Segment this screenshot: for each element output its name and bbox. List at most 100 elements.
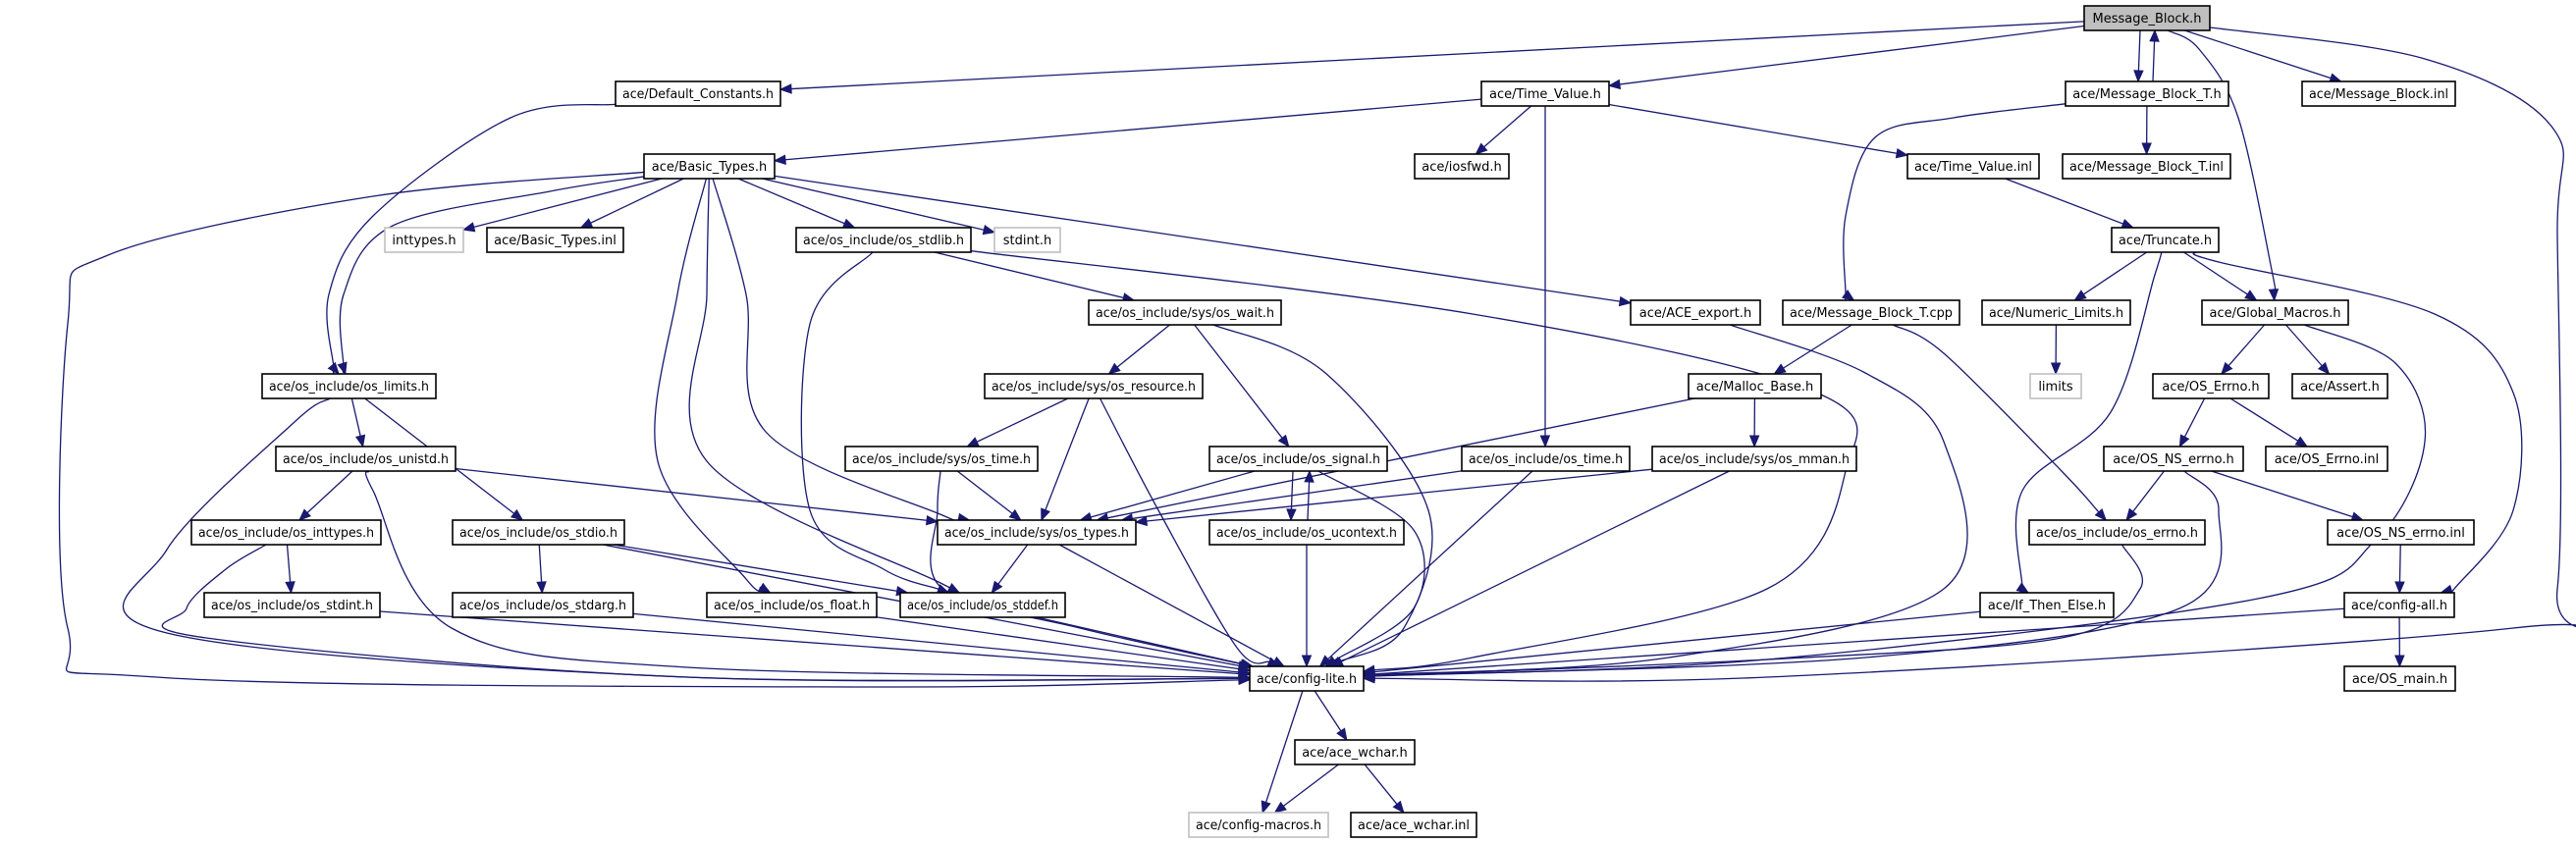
node-box[interactable] — [486, 227, 624, 253]
node-box[interactable] — [795, 227, 972, 253]
node-box[interactable] — [452, 519, 625, 546]
node-box[interactable] — [1688, 373, 1822, 399]
node-box[interactable] — [1906, 153, 2040, 180]
node-box[interactable] — [615, 80, 781, 107]
graph-node[interactable]: ace/config-lite.h — [1249, 665, 1365, 692]
node-box[interactable] — [2201, 299, 2349, 326]
graph-node[interactable]: ace/os_include/os_inttypes.h — [190, 519, 382, 546]
graph-node[interactable]: ace/Truncate.h — [2111, 227, 2220, 253]
graph-node[interactable]: ace/os_include/os_stdarg.h — [452, 592, 634, 618]
node-box[interactable] — [2301, 80, 2456, 107]
node-box[interactable] — [844, 446, 1039, 472]
graph-node[interactable]: Message_Block.h — [2083, 5, 2211, 31]
node-box[interactable] — [2103, 446, 2244, 472]
node-box[interactable] — [1782, 299, 1960, 326]
graph-node[interactable]: ace/os_include/os_time.h — [1461, 446, 1631, 472]
graph-node[interactable]: ace/os_include/os_stdint.h — [203, 592, 381, 618]
node-box[interactable] — [1350, 812, 1477, 838]
graph-node[interactable]: ace/os_include/os_stdio.h — [452, 519, 625, 546]
graph-node[interactable]: ace/config-macros.h — [1188, 812, 1329, 838]
graph-node[interactable]: ace/os_include/os_float.h — [706, 592, 878, 618]
node-box[interactable] — [1249, 665, 1365, 692]
node-box[interactable] — [643, 153, 776, 180]
node-box[interactable] — [1208, 446, 1388, 472]
graph-node[interactable]: ace/If_Then_Else.h — [1979, 592, 2115, 618]
graph-node[interactable]: ace/Default_Constants.h — [615, 80, 781, 107]
graph-node[interactable]: inttypes.h — [384, 227, 464, 253]
graph-node[interactable]: ace/os_include/sys/os_mman.h — [1651, 446, 1857, 472]
graph-node[interactable]: ace/ACE_export.h — [1630, 299, 1761, 326]
graph-node[interactable]: ace/ace_wchar.h — [1294, 739, 1416, 765]
node-box[interactable] — [2083, 5, 2211, 31]
node-box[interactable] — [261, 373, 437, 399]
node-box[interactable] — [2028, 519, 2206, 546]
node-box[interactable] — [190, 519, 382, 546]
graph-node[interactable]: ace/Basic_Types.h — [643, 153, 776, 180]
node-box[interactable] — [1981, 299, 2131, 326]
node-box[interactable] — [2062, 153, 2231, 180]
node-box[interactable] — [2029, 373, 2082, 399]
node-box[interactable] — [1630, 299, 1761, 326]
graph-node[interactable]: ace/OS_main.h — [2343, 665, 2456, 692]
node-box[interactable] — [2343, 665, 2456, 692]
graph-node[interactable]: ace/OS_NS_errno.inl — [2327, 519, 2475, 546]
graph-node[interactable]: ace/Message_Block_T.cpp — [1782, 299, 1960, 326]
node-box[interactable] — [2065, 80, 2229, 107]
graph-node[interactable]: stdint.h — [993, 227, 1061, 253]
node-box[interactable] — [1461, 446, 1631, 472]
graph-node[interactable]: ace/Assert.h — [2291, 373, 2388, 399]
graph-node[interactable]: ace/OS_Errno.h — [2152, 373, 2270, 399]
node-box[interactable] — [203, 592, 381, 618]
graph-node[interactable]: ace/os_include/os_errno.h — [2028, 519, 2206, 546]
graph-node[interactable]: ace/Malloc_Base.h — [1688, 373, 1822, 399]
graph-node[interactable]: ace/os_include/sys/os_resource.h — [984, 373, 1204, 399]
graph-node[interactable]: ace/OS_NS_errno.h — [2103, 446, 2244, 472]
node-box[interactable] — [1208, 519, 1405, 546]
node-box[interactable] — [2265, 446, 2388, 472]
node-box[interactable] — [2152, 373, 2270, 399]
node-box[interactable] — [1414, 153, 1510, 180]
node-box[interactable] — [275, 446, 456, 472]
node-box[interactable] — [993, 227, 1061, 253]
dependency-edge — [364, 470, 1240, 678]
node-box[interactable] — [899, 592, 1066, 618]
graph-node[interactable]: ace/os_include/os_unistd.h — [275, 446, 456, 472]
node-box[interactable] — [384, 227, 464, 253]
graph-node[interactable]: ace/os_include/os_stddef.h — [899, 592, 1066, 618]
graph-node[interactable]: ace/Message_Block_T.h — [2065, 80, 2229, 107]
node-box[interactable] — [984, 373, 1204, 399]
graph-node[interactable]: ace/Global_Macros.h — [2201, 299, 2349, 326]
node-box[interactable] — [1651, 446, 1857, 472]
node-box[interactable] — [1188, 812, 1329, 838]
graph-node[interactable]: ace/os_include/sys/os_wait.h — [1088, 299, 1282, 326]
graph-node[interactable]: ace/config-all.h — [2343, 592, 2455, 618]
node-box[interactable] — [937, 519, 1137, 546]
graph-node[interactable]: ace/os_include/os_stdlib.h — [795, 227, 972, 253]
graph-node[interactable]: limits — [2029, 373, 2082, 399]
node-box[interactable] — [2111, 227, 2220, 253]
node-box[interactable] — [2343, 592, 2455, 618]
node-box[interactable] — [2291, 373, 2388, 399]
dependency-edge — [339, 176, 645, 374]
node-box[interactable] — [2327, 519, 2475, 546]
graph-node[interactable]: ace/os_include/os_ucontext.h — [1208, 519, 1405, 546]
graph-node[interactable]: ace/Message_Block_T.inl — [2062, 153, 2231, 180]
graph-node[interactable]: ace/Time_Value.inl — [1906, 153, 2040, 180]
node-box[interactable] — [1480, 80, 1610, 107]
graph-node[interactable]: ace/os_include/os_signal.h — [1208, 446, 1388, 472]
node-box[interactable] — [1979, 592, 2115, 618]
node-box[interactable] — [706, 592, 878, 618]
graph-node[interactable]: ace/Time_Value.h — [1480, 80, 1610, 107]
graph-node[interactable]: ace/os_include/sys/os_time.h — [844, 446, 1039, 472]
graph-node[interactable]: ace/iosfwd.h — [1414, 153, 1510, 180]
graph-node[interactable]: ace/Numeric_Limits.h — [1981, 299, 2131, 326]
node-box[interactable] — [452, 592, 634, 618]
graph-node[interactable]: ace/ace_wchar.inl — [1350, 812, 1477, 838]
graph-node[interactable]: ace/OS_Errno.inl — [2265, 446, 2388, 472]
graph-node[interactable]: ace/os_include/os_limits.h — [261, 373, 437, 399]
node-box[interactable] — [1294, 739, 1416, 765]
graph-node[interactable]: ace/os_include/sys/os_types.h — [937, 519, 1137, 546]
graph-node[interactable]: ace/Message_Block.inl — [2301, 80, 2456, 107]
node-box[interactable] — [1088, 299, 1282, 326]
graph-node[interactable]: ace/Basic_Types.inl — [486, 227, 624, 253]
